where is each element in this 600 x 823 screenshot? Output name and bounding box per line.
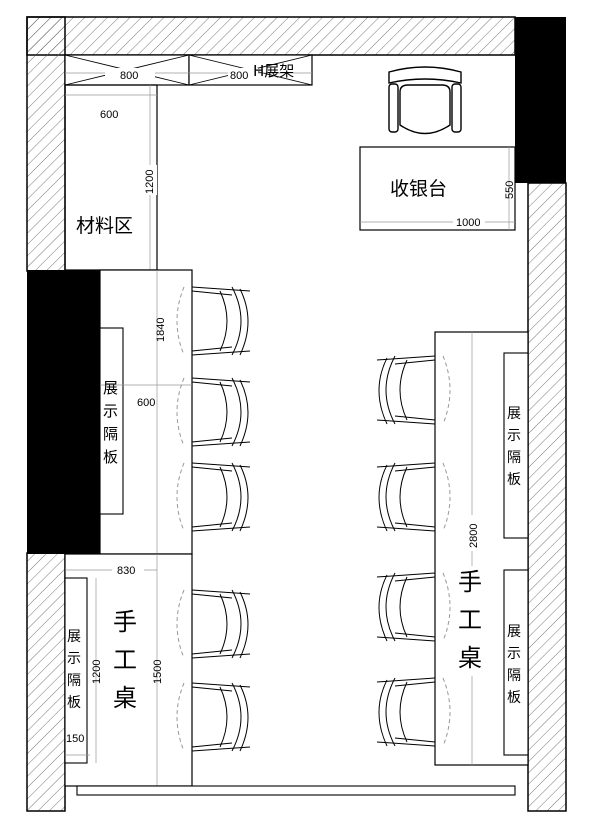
right-lower-panel-label-2: 示 xyxy=(507,646,521,662)
right-table-label-1: 手 xyxy=(458,568,482,596)
material-zone-depth: 1200 xyxy=(144,170,156,194)
right-lower-panel-label-1: 展 xyxy=(507,624,521,640)
left-table-label-1: 手 xyxy=(113,608,137,636)
left-table-width: 830 xyxy=(117,565,135,577)
right-lower-panel-label-4: 板 xyxy=(507,690,521,706)
chair-icon xyxy=(376,462,451,532)
right-craft-table: 2800 展 示 隔 板 展 示 隔 板 手 工 桌 xyxy=(434,331,529,766)
chair-icon xyxy=(176,589,251,659)
lower-panel-length: 1200 xyxy=(91,660,103,684)
right-lower-panel-label-3: 隔 xyxy=(507,668,521,684)
lower-panel-label-3: 隔 xyxy=(67,673,81,689)
column-left xyxy=(27,270,100,554)
chair-icon xyxy=(376,677,451,747)
top-shelf: 800 800 H展架 xyxy=(64,54,313,86)
chair-icon xyxy=(376,355,451,425)
shelf-label: H展架 xyxy=(253,62,294,80)
left-panel-length: 1840 xyxy=(155,318,167,342)
chair-icon xyxy=(376,572,451,642)
lower-panel-label-1: 展 xyxy=(67,629,81,645)
cashier-chair-icon xyxy=(388,66,462,135)
left-panel-label-3: 隔 xyxy=(103,425,118,443)
walls xyxy=(26,16,567,812)
left-panel-offset: 600 xyxy=(137,397,155,409)
chair-icon xyxy=(176,682,251,752)
bottom-rail xyxy=(76,785,516,796)
right-upper-panel-label-2: 示 xyxy=(507,428,521,444)
right-upper-panel-label-1: 展 xyxy=(507,406,521,422)
material-zone-width: 600 xyxy=(100,109,118,121)
lower-panel-label-4: 板 xyxy=(67,695,81,711)
cashier-desk: 收银台 1000 550 xyxy=(359,146,516,231)
shelf-width-1: 800 xyxy=(120,70,138,82)
shelf-width-2: 800 xyxy=(230,70,248,82)
left-table-label-3: 桌 xyxy=(113,684,137,712)
lower-panel-thickness: 150 xyxy=(66,733,84,745)
right-upper-panel-label-4: 板 xyxy=(507,472,521,488)
column-right xyxy=(515,17,566,183)
chair-icon xyxy=(176,462,251,532)
left-table-label-2: 工 xyxy=(113,646,137,674)
left-craft-table: 830 1200 1500 150 展 示 隔 板 手 工 桌 xyxy=(64,553,193,787)
material-zone: 600 1200 材料区 xyxy=(64,84,158,271)
right-table-label-3: 桌 xyxy=(458,644,482,672)
left-panel-label-1: 展 xyxy=(103,379,118,397)
left-table-length: 1500 xyxy=(152,660,164,684)
lower-panel-label-2: 示 xyxy=(67,651,81,667)
left-panel-label-2: 示 xyxy=(103,402,118,420)
cashier-label: 收银台 xyxy=(390,178,447,200)
chair-icon xyxy=(176,286,251,356)
right-table-label-2: 工 xyxy=(458,606,482,634)
material-zone-label: 材料区 xyxy=(76,215,133,237)
left-panel-label-4: 板 xyxy=(103,448,118,466)
right-chairs xyxy=(376,355,451,747)
right-table-length: 2800 xyxy=(468,524,480,548)
right-upper-panel-label-3: 隔 xyxy=(507,450,521,466)
left-chairs xyxy=(176,286,251,752)
chair-icon xyxy=(176,377,251,447)
cashier-width: 1000 xyxy=(456,217,480,229)
cashier-depth: 550 xyxy=(504,181,516,199)
